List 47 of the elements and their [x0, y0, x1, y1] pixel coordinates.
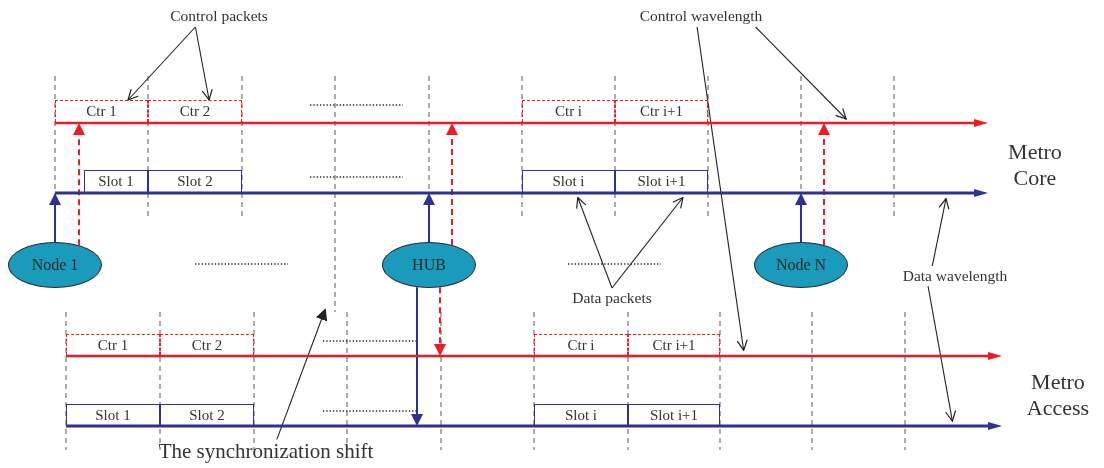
control-packet-slot: Ctr 1 — [66, 334, 160, 355]
annotation-label: Data packets — [562, 288, 662, 308]
control-packet-slot: Ctr 1 — [55, 100, 148, 122]
data-slot: Slot i — [534, 404, 628, 425]
control-packet-slot: Ctr i — [534, 334, 628, 355]
leader-line — [194, 26, 213, 101]
signal-arrow — [49, 193, 61, 243]
network-node-ellipse: Node N — [754, 242, 848, 288]
leader-line — [611, 196, 684, 289]
wavelength-line-arrow — [66, 352, 1002, 360]
network-node-ellipse: HUB — [382, 242, 476, 288]
data-slot: Slot 2 — [148, 170, 242, 192]
annotation-label: Control packets — [160, 5, 278, 27]
leader-line — [576, 196, 613, 289]
leader-line — [696, 26, 748, 351]
signal-arrow — [434, 286, 446, 356]
annotation-label: Control wavelength — [636, 5, 766, 27]
annotation-label: Data wavelength — [884, 266, 1026, 286]
leader-line — [931, 198, 950, 267]
data-slot: Slot i+1 — [628, 404, 720, 425]
control-packet-slot: Ctr i — [522, 100, 615, 122]
data-slot: Slot i+1 — [615, 170, 708, 192]
network-tier-label: Metro Access — [1012, 364, 1104, 426]
control-packet-slot: Ctr i+1 — [615, 100, 708, 122]
wavelength-line-arrow — [55, 119, 988, 127]
control-packet-slot: Ctr 2 — [160, 334, 254, 355]
signal-arrow — [818, 123, 830, 246]
data-slot: Slot i — [522, 170, 615, 192]
network-node-ellipse: Node 1 — [8, 242, 102, 288]
annotation-label: The synchronization shift — [130, 438, 402, 466]
signal-arrow — [795, 193, 807, 243]
data-slot: Slot 2 — [160, 404, 254, 425]
leader-line — [927, 285, 957, 422]
control-packet-slot: Ctr 2 — [148, 100, 242, 122]
data-slot: Slot 1 — [84, 170, 148, 192]
signal-arrow — [411, 286, 423, 426]
wavelength-line-arrow — [55, 189, 988, 197]
network-tier-label: Metro Core — [990, 134, 1080, 196]
control-packet-slot: Ctr i+1 — [628, 334, 720, 355]
signal-arrow — [73, 123, 85, 247]
signal-arrow — [446, 123, 458, 246]
data-slot: Slot 1 — [66, 404, 160, 425]
wavelength-line-arrow — [66, 422, 1002, 430]
pointer-arrow — [276, 308, 328, 440]
leader-line — [127, 26, 196, 101]
leader-line — [755, 26, 847, 120]
signal-arrow — [423, 193, 435, 243]
